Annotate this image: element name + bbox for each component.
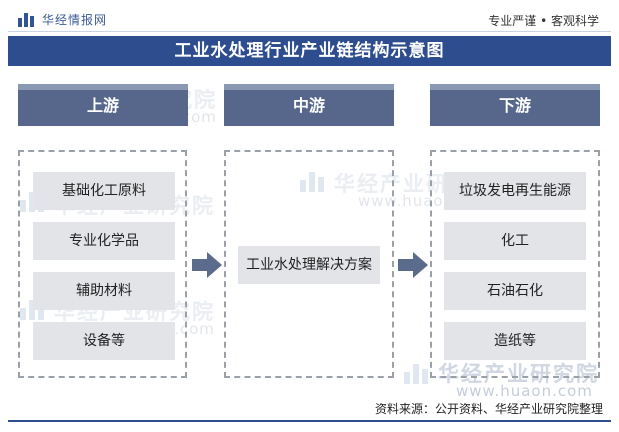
downstream-item: 垃圾发电再生能源 — [444, 172, 586, 210]
downstream-item: 化工 — [444, 222, 586, 260]
upstream-header: 上游 — [18, 84, 188, 126]
upstream-box — [18, 150, 187, 378]
midstream-header: 中游 — [224, 84, 394, 126]
brand[interactable]: 华经情报网 — [18, 11, 107, 28]
watermark-logo-icon — [20, 298, 46, 320]
watermark-url: www.huaon.com — [456, 382, 593, 400]
midstream-box — [224, 150, 394, 378]
slogan: 专业严谨 • 客观科学 — [488, 14, 599, 28]
arrow-right-icon — [192, 252, 222, 278]
downstream-item: 造纸等 — [444, 322, 586, 360]
watermark-logo-icon — [404, 362, 430, 384]
brand-name: 华经情报网 — [42, 13, 108, 27]
source-note: 资料来源：公开资料、华经产业研究院整理 — [374, 402, 603, 416]
watermark-text: 华经产业研究院 — [438, 362, 599, 386]
upstream-item: 设备等 — [33, 322, 175, 360]
brand-logo-icon — [18, 12, 36, 27]
upstream-item: 辅助材料 — [33, 272, 175, 310]
arrow-right-icon — [398, 252, 428, 278]
downstream-box — [430, 150, 600, 378]
downstream-item: 石油石化 — [444, 272, 586, 310]
top-bar: 华经情报网 专业严谨 • 客观科学 — [8, 8, 611, 32]
bottom-divider — [8, 420, 611, 422]
diagram-title: 工业水处理行业产业链结构示意图 — [8, 36, 611, 66]
watermark-logo-icon — [300, 170, 326, 192]
midstream-item: 工业水处理解决方案 — [238, 246, 380, 284]
upstream-item: 专业化学品 — [33, 222, 175, 260]
downstream-header: 下游 — [430, 84, 600, 126]
upstream-item: 基础化工原料 — [33, 172, 175, 210]
